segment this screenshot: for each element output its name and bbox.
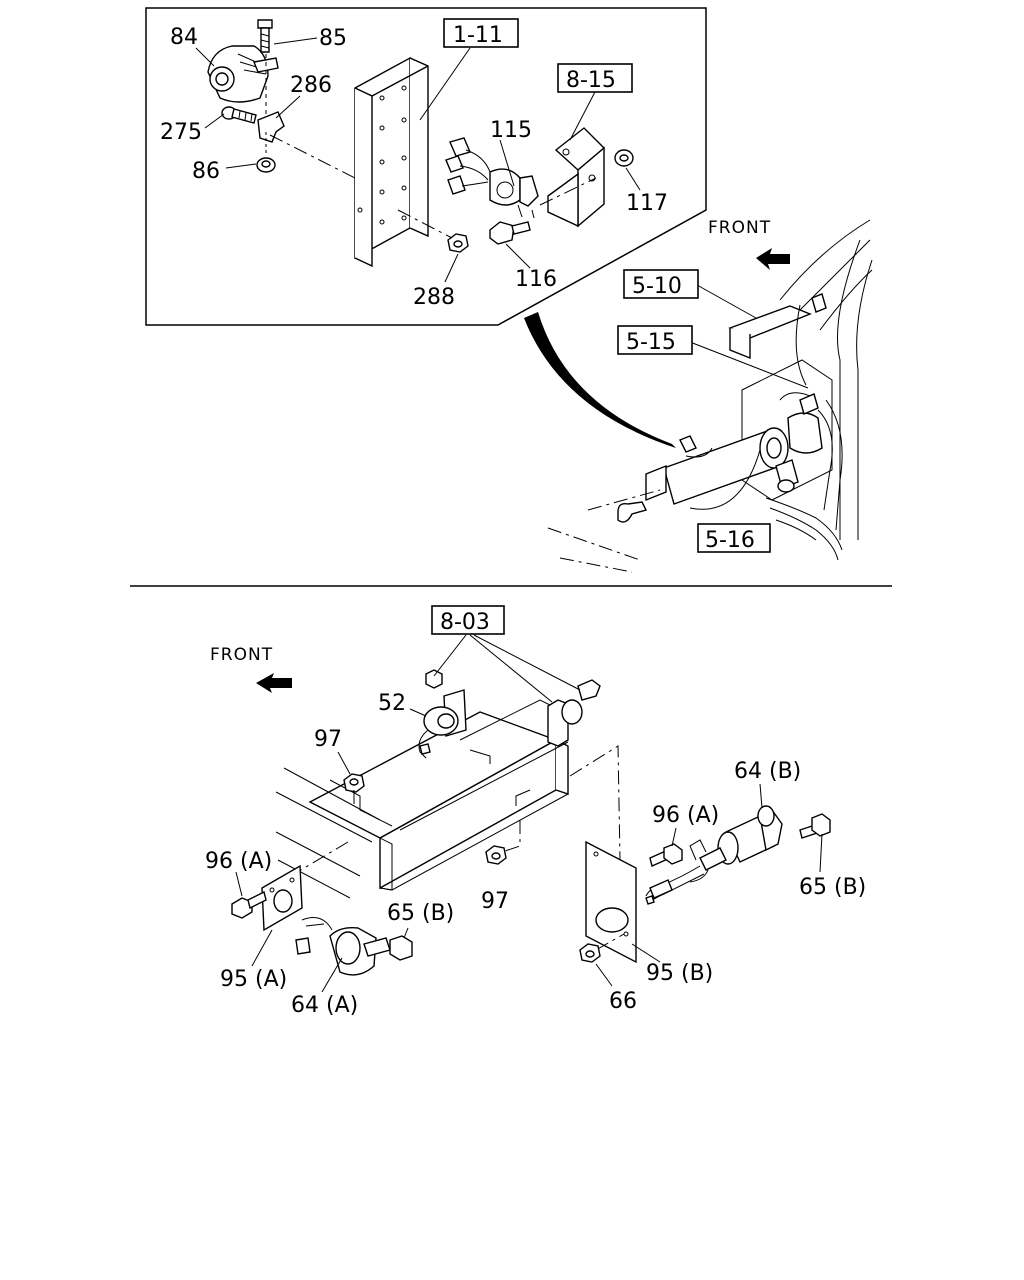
ref-box-5-15[interactable]: 5-15 bbox=[617, 325, 693, 355]
front-label-top: FRONT bbox=[708, 218, 771, 238]
label-part-117: 117 bbox=[626, 191, 668, 216]
part-64b-shape bbox=[645, 805, 783, 905]
label-part-86: 86 bbox=[192, 159, 220, 184]
ref-box-5-16[interactable]: 5-16 bbox=[697, 523, 771, 553]
label-part-85: 85 bbox=[319, 26, 347, 51]
part-52-shape bbox=[418, 689, 467, 759]
svg-text:1-11: 1-11 bbox=[453, 23, 503, 48]
part-116-shape bbox=[489, 221, 531, 245]
label-part-64a: 64 (A) bbox=[291, 993, 358, 1018]
svg-text:5-16: 5-16 bbox=[705, 528, 755, 553]
front-arrow-top bbox=[756, 248, 790, 270]
part-117-shape bbox=[614, 149, 634, 167]
label-part-65b-right: 65 (B) bbox=[799, 875, 866, 900]
front-arrow-bottom bbox=[256, 673, 292, 693]
svg-text:8-15: 8-15 bbox=[566, 68, 616, 93]
svg-text:8-03: 8-03 bbox=[440, 610, 490, 635]
label-part-97-upper: 97 bbox=[314, 727, 342, 752]
detail-callout-arrow bbox=[524, 312, 676, 448]
part-nut-8-03-shape bbox=[425, 669, 443, 689]
ref-box-8-15[interactable]: 8-15 bbox=[557, 63, 633, 93]
part-275-shape bbox=[221, 106, 257, 124]
label-part-96a-left: 96 (A) bbox=[205, 849, 272, 874]
ref-box-8-03[interactable]: 8-03 bbox=[431, 605, 505, 635]
part-288-shape bbox=[447, 233, 469, 253]
label-part-275: 275 bbox=[160, 120, 202, 145]
label-part-96a-right: 96 (A) bbox=[652, 803, 719, 828]
label-part-286: 286 bbox=[290, 73, 332, 98]
label-part-116: 116 bbox=[515, 267, 557, 292]
label-part-95a: 95 (A) bbox=[220, 967, 287, 992]
chassis-frame-illustration bbox=[547, 219, 873, 573]
ref-box-5-10[interactable]: 5-10 bbox=[623, 269, 699, 299]
top-detail-panel bbox=[145, 7, 707, 326]
part-64a-shape bbox=[295, 917, 377, 976]
part-96a-right-shape bbox=[649, 843, 683, 867]
label-part-66: 66 bbox=[609, 989, 637, 1014]
part-plate-1-11-shape bbox=[354, 56, 429, 268]
label-part-52: 52 bbox=[378, 691, 406, 716]
part-96a-left-shape bbox=[231, 890, 267, 919]
label-part-115: 115 bbox=[490, 118, 532, 143]
part-84-shape bbox=[207, 45, 279, 103]
part-286-shape bbox=[257, 111, 285, 143]
front-label-bottom: FRONT bbox=[210, 645, 273, 665]
label-part-97-lower: 97 bbox=[481, 889, 509, 914]
part-97-upper-shape bbox=[343, 773, 365, 793]
part-85-shape bbox=[257, 19, 273, 114]
label-part-84: 84 bbox=[170, 25, 198, 50]
part-65b-right-shape bbox=[799, 813, 831, 839]
bottom-section bbox=[231, 634, 831, 993]
crossmember-illustration bbox=[275, 679, 601, 899]
part-65b-left-shape bbox=[363, 935, 413, 961]
svg-text:5-15: 5-15 bbox=[626, 330, 676, 355]
label-part-64b: 64 (B) bbox=[734, 759, 801, 784]
part-86-shape bbox=[256, 132, 276, 173]
svg-text:5-10: 5-10 bbox=[632, 274, 682, 299]
label-part-95b: 95 (B) bbox=[646, 961, 713, 986]
part-95a-shape bbox=[261, 864, 303, 932]
part-bracket-8-15-shape bbox=[547, 127, 606, 228]
part-66-shape bbox=[579, 943, 601, 963]
label-part-65b-left: 65 (B) bbox=[387, 901, 454, 926]
label-part-288: 288 bbox=[413, 285, 455, 310]
part-97-lower-shape bbox=[485, 845, 507, 865]
ref-box-1-11[interactable]: 1-11 bbox=[443, 18, 519, 48]
part-95b-shape bbox=[585, 840, 637, 964]
part-115-shape bbox=[445, 137, 539, 219]
